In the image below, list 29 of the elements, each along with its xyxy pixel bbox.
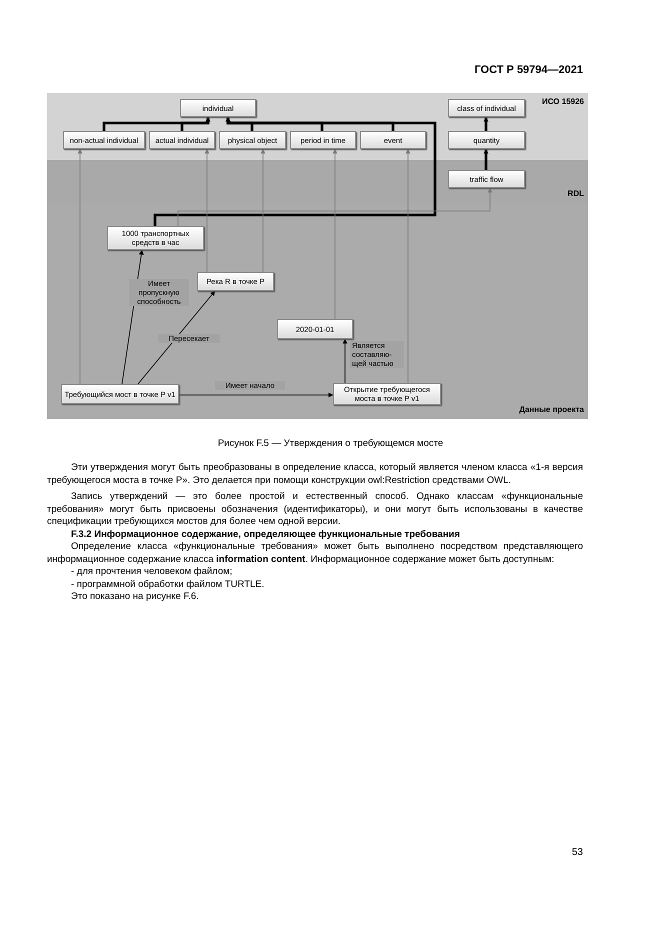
connector-arrow [484, 116, 488, 131]
connector-arrow [178, 188, 492, 226]
body-paragraph: Это показано на рисунке F.6. [70, 591, 200, 604]
connector-arrow [138, 290, 216, 384]
page-number: 53 [572, 846, 583, 860]
connector-arrow [332, 148, 338, 320]
document-header: ГОСТ Р 59794—2021 [474, 63, 583, 78]
layer-band [47, 203, 588, 419]
layer-band [47, 93, 588, 160]
connector-arrow [204, 148, 210, 272]
connector-arrow [406, 148, 410, 384]
connector-arrow [180, 116, 210, 131]
body-paragraph: Запись утверждений — это более простой и естественный способ. Однако классам «функциональные требования» могут быть присвоены обозначения (идентификаторы), и они могут быть использованы в качестве спецификации требующихся мостов для более чем одной версии. [47, 491, 583, 528]
connector-arrow [260, 148, 266, 272]
connector-arrow [484, 148, 488, 170]
section-heading: F.3.2 Информационное содержание, определяющее функциональные требования [70, 528, 461, 541]
list-item: - программной обработки файлом TURTLE. [70, 578, 266, 591]
layer-title: RDL [568, 188, 584, 200]
body-paragraph: Определение класса «функциональные требования» может быть выполнено посредством представляющего информационное содержание класса information content. Информационное содержание может быть доступным: [47, 541, 583, 566]
layer-title: Данные проекта [519, 404, 584, 416]
connector-arrow [154, 116, 436, 226]
figure-caption: Рисунок F.5 — Утверждения о требующемся мосте [216, 437, 444, 451]
connector-arrow [178, 392, 334, 398]
body-paragraph: Эти утверждения могут быть преобразованы в определение класса, который является членом класса «1-я версия требующегося моста в точке P». Это делается при помощи конструкции owl:Restriction средствами OWL. [47, 462, 583, 487]
layer-title: ИСО 15926 [542, 96, 584, 108]
list-item: - для прочтения человеком файлом; [70, 566, 234, 578]
layer-band [47, 160, 588, 203]
connector-arrow [342, 338, 348, 384]
connector-arrow [78, 148, 82, 384]
